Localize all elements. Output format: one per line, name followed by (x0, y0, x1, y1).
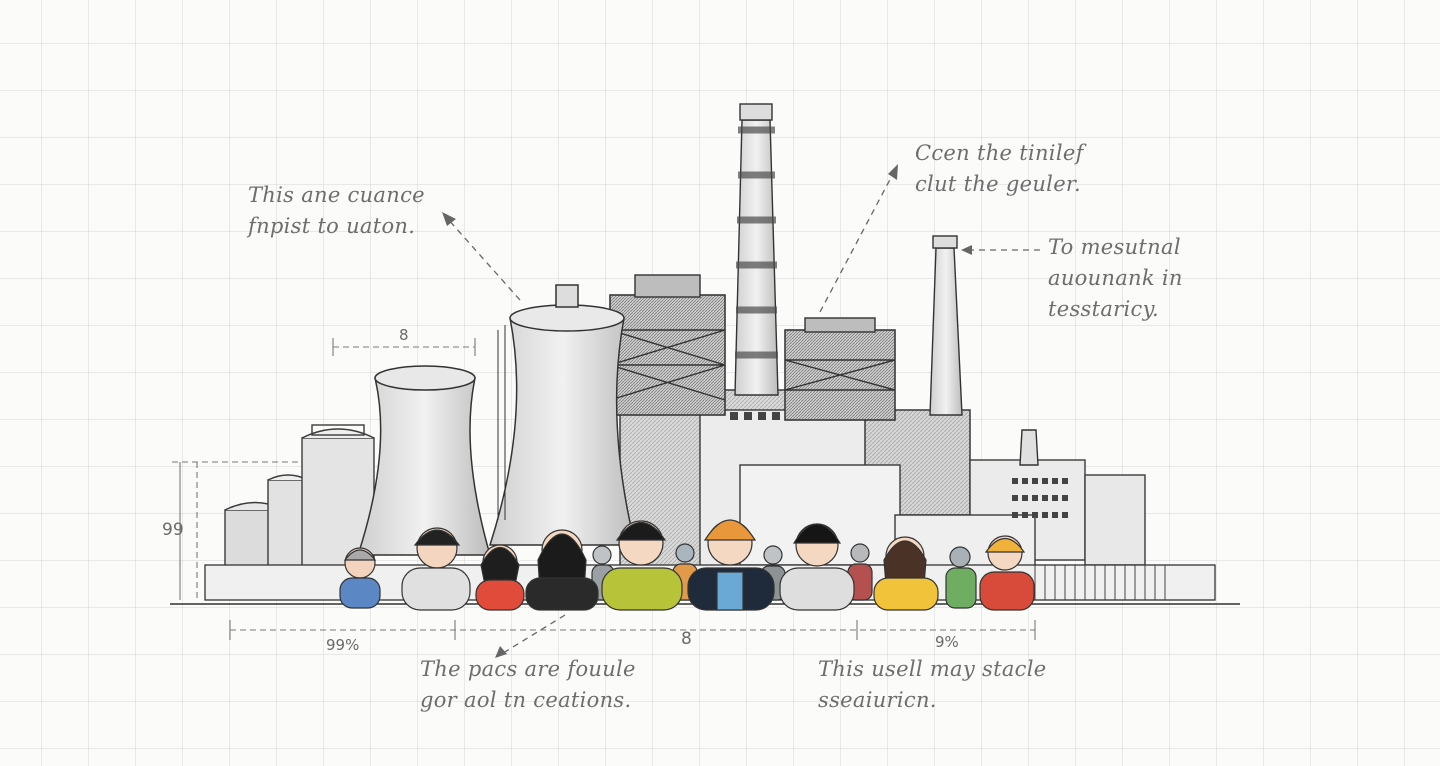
annotation-right: To mesutnal auounank in tesstaricy. (1048, 232, 1183, 325)
dimension-bottom-mid: 8 (681, 629, 692, 649)
crowd (339, 519, 1035, 611)
dimension-left-height: 99 (162, 520, 184, 540)
annotation-line: Ccen the tinilef (915, 141, 1084, 165)
annotation-line: This usell may stacle (818, 657, 1047, 681)
annotation-line: tesstaricy. (1048, 297, 1159, 321)
boiler-frames (609, 274, 896, 421)
annotation-top-left: This ane cuance fnpist to uaton. (248, 180, 425, 242)
annotation-bottom-left: The pacs are fouule gor aol tn ceations. (420, 654, 636, 716)
dimension-tower-width: 8 (399, 326, 409, 344)
dimension-bottom-right: 9% (935, 633, 959, 651)
cooling-tower-small (356, 365, 491, 556)
annotation-top-right: Ccen the tinilef clut the geuler. (915, 138, 1084, 200)
annotation-line: The pacs are fouule (420, 657, 636, 681)
cooling-tower-large (488, 284, 636, 546)
annotation-line: gor aol tn ceations. (420, 688, 632, 712)
annotation-line: sseaiuricn. (818, 688, 937, 712)
annotation-bottom-right: This usell may stacle sseaiuricn. (818, 654, 1046, 716)
annotation-line: auounank in (1048, 266, 1183, 290)
dimension-bottom-left: 99% (326, 636, 360, 654)
annotation-line: fnpist to uaton. (248, 214, 416, 238)
annotation-line: clut the geuler. (915, 172, 1081, 196)
chimney-right (929, 235, 1039, 466)
annotation-line: This ane cuance (248, 183, 425, 207)
arrow-heads (442, 164, 972, 658)
dimension-lines (172, 338, 1036, 640)
annotation-arrows (446, 169, 1040, 656)
chimney-tall (734, 103, 779, 396)
annotation-line: To mesutnal (1048, 235, 1181, 259)
